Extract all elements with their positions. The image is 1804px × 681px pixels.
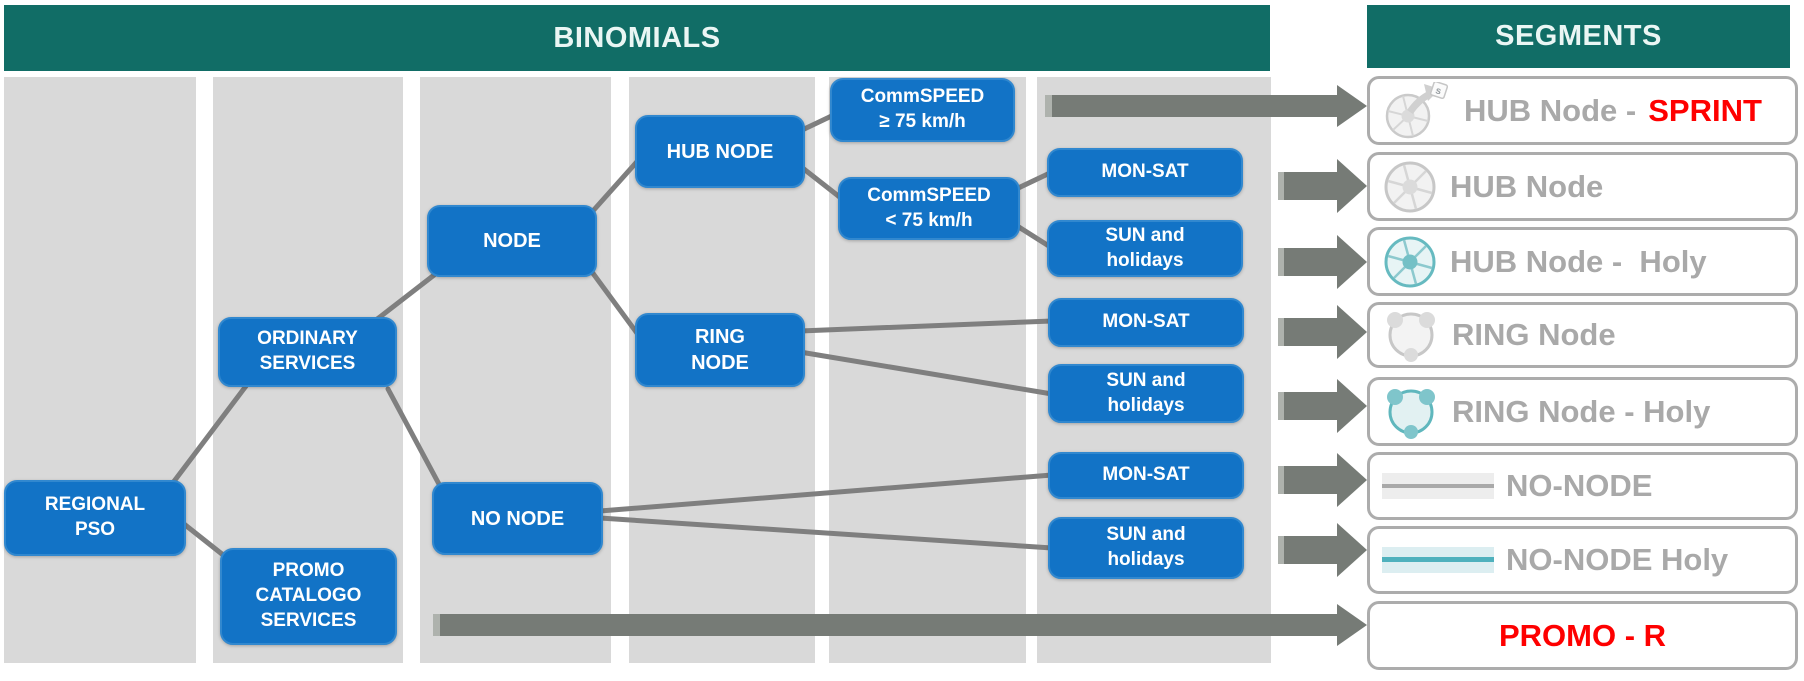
node-mon-sat-nonode: MON-SAT [1048, 452, 1244, 499]
arrow-head-icon [1337, 159, 1367, 213]
segment-hub-node: HUB Node [1367, 152, 1798, 221]
segments-header-title: SEGMENTS [1495, 20, 1662, 52]
arrow-head-icon [1337, 379, 1367, 433]
no-node-holy-icon [1382, 547, 1494, 573]
hub-node-sprint-icon: s [1385, 81, 1449, 138]
node-mon-sat-hub-label: MON-SAT [1101, 161, 1189, 183]
segment-hub-node-sprint: s HUB Node - SPRINT [1367, 76, 1798, 145]
hub-node-holy-icon [1384, 236, 1436, 287]
arrow-bar [1284, 172, 1337, 200]
node-hub-node-label: HUB NODE [666, 140, 774, 163]
node-sun-holidays-nonode-label: SUN and holidays [1106, 524, 1186, 570]
binomials-column-3 [420, 77, 611, 663]
arrow-bar [1284, 248, 1337, 276]
node-commspeed-lt-75-label: CommSPEED < 75 km/h [867, 184, 991, 231]
node-node-label: NODE [483, 230, 541, 252]
segment-label: RING Node [1452, 317, 1616, 352]
arrow-head-icon [1337, 305, 1367, 359]
node-mon-sat-nonode-label: MON-SAT [1102, 464, 1190, 486]
segment-promo-r: PROMO - R [1367, 601, 1798, 670]
arrow-ring-node-holy [1278, 379, 1367, 433]
node-commspeed-ge-75: CommSPEED ≥ 75 km/h [830, 78, 1015, 142]
arrow-head-icon [1337, 235, 1367, 289]
arrow-no-node [1278, 453, 1367, 507]
node-regional-pso-label: REGIONAL PSO [44, 494, 146, 540]
binomials-column-5 [829, 77, 1026, 663]
arrow-hub-node-holy [1278, 235, 1367, 289]
arrow-bar [440, 614, 1337, 636]
node-ring-node: RING NODE [635, 313, 805, 387]
node-commspeed-ge-75-label: CommSPEED ≥ 75 km/h [860, 86, 985, 132]
node-hub-node: HUB NODE [635, 115, 805, 188]
arrow-no-node-holy [1278, 523, 1367, 577]
segment-hub-node-holy: HUB Node - Holy [1367, 227, 1798, 296]
node-mon-sat-ring-label: MON-SAT [1102, 311, 1190, 333]
node-commspeed-lt-75: CommSPEED < 75 km/h [838, 177, 1020, 240]
hub-node-icon [1384, 161, 1436, 212]
segment-ring-node-holy: RING Node - Holy [1367, 377, 1798, 446]
arrow-head-icon [1337, 85, 1367, 127]
segment-label: HUB Node - [1464, 92, 1637, 128]
arrow-head-icon [1337, 523, 1367, 577]
svg-text:s: s [1434, 85, 1443, 97]
arrow-cap [1278, 392, 1284, 420]
no-node-icon [1382, 473, 1494, 499]
arrow-cap [433, 614, 440, 636]
node-no-node: NO NODE [432, 482, 603, 555]
segment-label: NO-NODE [1506, 468, 1653, 503]
segment-label: PROMO - R [1498, 617, 1667, 653]
segment-label: HUB Node - Holy [1450, 243, 1707, 279]
ring-node-holy-icon [1387, 388, 1435, 439]
arrow-cap [1278, 172, 1284, 200]
binomials-header: BINOMIALS [4, 5, 1270, 71]
arrow-cap [1278, 248, 1284, 276]
node-regional-pso: REGIONAL PSO [4, 480, 186, 556]
arrow-bar [1284, 392, 1337, 420]
arrow-ring-node [1278, 305, 1367, 359]
arrow-bar [1284, 318, 1337, 346]
arrow-hub-sprint [1045, 85, 1367, 127]
segment-no-node: NO-NODE [1367, 452, 1798, 520]
arrow-bar [1284, 536, 1337, 564]
segment-no-node-holy: NO-NODE Holy [1367, 526, 1798, 594]
node-node: NODE [427, 205, 597, 277]
node-sun-holidays-nonode: SUN and holidays [1048, 517, 1244, 579]
node-sun-holidays-hub-label: SUN and holidays [1105, 224, 1185, 271]
segment-label: RING Node - Holy [1452, 393, 1711, 429]
segment-ring-node: RING Node [1367, 302, 1798, 368]
binomials-header-title: BINOMIALS [553, 21, 721, 54]
node-ring-node-label: RING NODE [691, 326, 749, 374]
arrow-cap [1278, 536, 1284, 564]
node-no-node-label: NO NODE [470, 507, 565, 530]
node-ordinary-services-label: ORDINARY SERVICES [257, 328, 358, 374]
node-promo-catalogo-services: PROMO CATALOGO SERVICES [220, 548, 397, 645]
node-mon-sat-hub: MON-SAT [1047, 148, 1243, 197]
segments-header: SEGMENTS [1367, 5, 1790, 68]
arrow-promo-r [433, 604, 1367, 646]
arrow-head-icon [1337, 453, 1367, 507]
segment-label: HUB Node [1450, 168, 1604, 204]
arrow-cap [1278, 318, 1284, 346]
node-sun-holidays-ring-label: SUN and holidays [1106, 369, 1186, 416]
arrow-hub-node [1278, 159, 1367, 213]
arrow-bar [1284, 466, 1337, 494]
arrow-cap [1278, 466, 1284, 494]
segment-highlight: SPRINT [1648, 92, 1762, 128]
node-ordinary-services: ORDINARY SERVICES [218, 317, 397, 387]
ring-node-icon [1387, 312, 1435, 362]
arrow-head-icon [1337, 604, 1367, 646]
segment-label: NO-NODE Holy [1506, 542, 1729, 577]
node-mon-sat-ring: MON-SAT [1048, 298, 1244, 347]
node-promo-catalogo-services-label: PROMO CATALOGO SERVICES [255, 560, 362, 631]
arrow-cap [1045, 95, 1052, 117]
binomials-column-1 [4, 77, 196, 663]
node-sun-holidays-ring: SUN and holidays [1048, 364, 1244, 423]
arrow-bar [1052, 95, 1337, 117]
node-sun-holidays-hub: SUN and holidays [1047, 220, 1243, 277]
